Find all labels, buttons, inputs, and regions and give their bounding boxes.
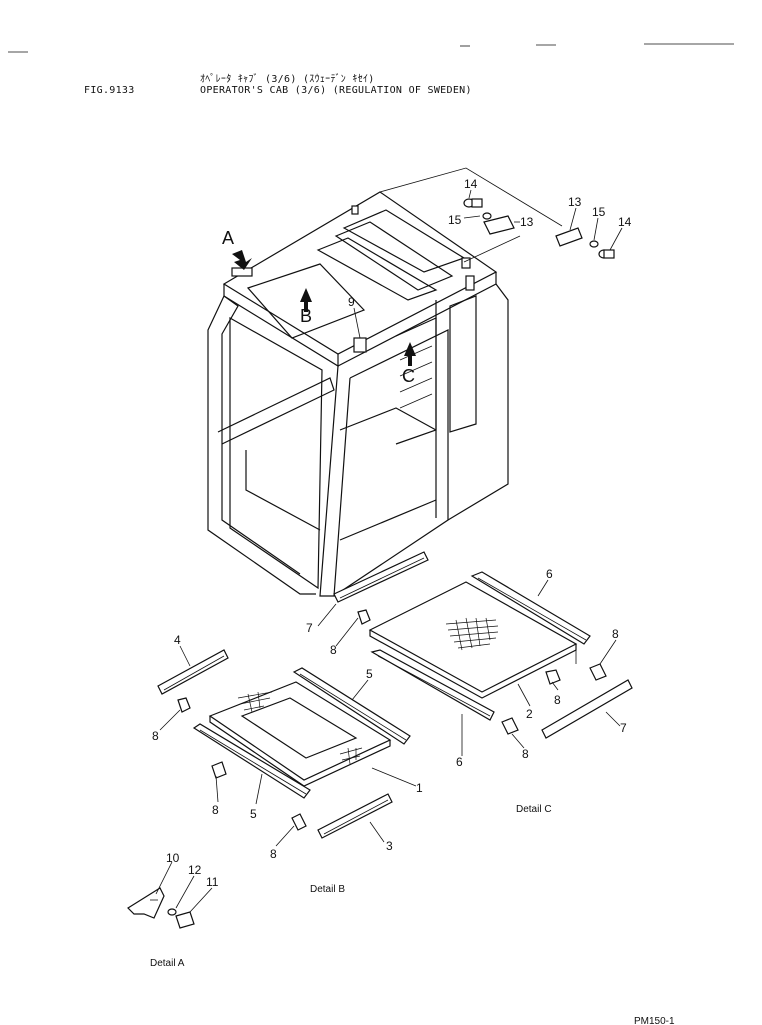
frame-mesh-icon (237, 691, 363, 765)
callout-7-left: 7 (306, 621, 313, 635)
view-letter-a: A (222, 228, 234, 248)
floor-mesh-icon (445, 617, 499, 651)
callout-6-bottom: 6 (456, 755, 463, 769)
callout-14-right: 14 (618, 215, 632, 229)
callout-13-right: 13 (568, 195, 582, 209)
callout-numbers: 14 15 13 13 15 14 9 7 8 4 8 5 1 8 5 8 3 … (152, 177, 632, 889)
view-letter-c: C (402, 366, 415, 386)
callout-9: 9 (348, 295, 355, 309)
view-arrows (232, 250, 416, 366)
callout-4: 4 (174, 633, 181, 647)
roof-leader-lines (379, 167, 563, 263)
detail-b-parts (157, 649, 411, 839)
arrow-a-icon (232, 250, 252, 270)
view-letters: A B C (222, 228, 415, 386)
callout-14-top: 14 (464, 177, 478, 191)
leader-lines (155, 189, 623, 913)
callout-11: 11 (206, 875, 219, 889)
detail-a-parts (127, 887, 195, 929)
callout-8-c-lower: 8 (522, 747, 529, 761)
japanese-title: ｵﾍﾟﾚｰﾀ ｷｬﾌﾞ (3/6) (ｽｳｪｰﾃﾞﾝ ｷｾｲ) (200, 74, 375, 85)
callout-8-left: 8 (152, 729, 159, 743)
callout-2: 2 (526, 707, 533, 721)
detail-c-parts (333, 551, 633, 739)
callout-8-right: 8 (612, 627, 619, 641)
callout-7-right: 7 (620, 721, 627, 735)
figure-number: FIG.9133 (84, 85, 135, 96)
detail-c-caption: Detail C (516, 804, 552, 815)
callout-8-bottom: 8 (270, 847, 277, 861)
detail-b-caption: Detail B (310, 884, 345, 895)
english-title: OPERATOR'S CAB (3/6) (REGULATION OF SWED… (200, 85, 472, 96)
arrow-b-icon (300, 288, 312, 312)
callout-5-lower: 5 (250, 807, 257, 821)
footer-code: PM150-1 (634, 1016, 675, 1025)
arrow-c-icon (404, 342, 416, 366)
detail-a-caption: Detail A (150, 958, 185, 969)
callout-10: 10 (166, 851, 180, 865)
callout-15-top: 15 (448, 213, 462, 227)
view-letter-b: B (300, 306, 312, 326)
callout-5-upper: 5 (366, 667, 373, 681)
callout-13-top: 13 (520, 215, 534, 229)
callout-6-top: 6 (546, 567, 553, 581)
callout-8-mid: 8 (330, 643, 337, 657)
cab-frame (207, 191, 509, 597)
detail-captions: Detail C Detail B Detail A (150, 804, 552, 969)
callout-12: 12 (188, 863, 202, 877)
callout-8-lower: 8 (212, 803, 219, 817)
scan-marks (8, 43, 734, 53)
callout-1: 1 (416, 781, 423, 795)
roof-hardware (463, 198, 615, 259)
callout-15-right: 15 (592, 205, 606, 219)
callout-8-center: 8 (554, 693, 561, 707)
callout-3: 3 (386, 839, 393, 853)
